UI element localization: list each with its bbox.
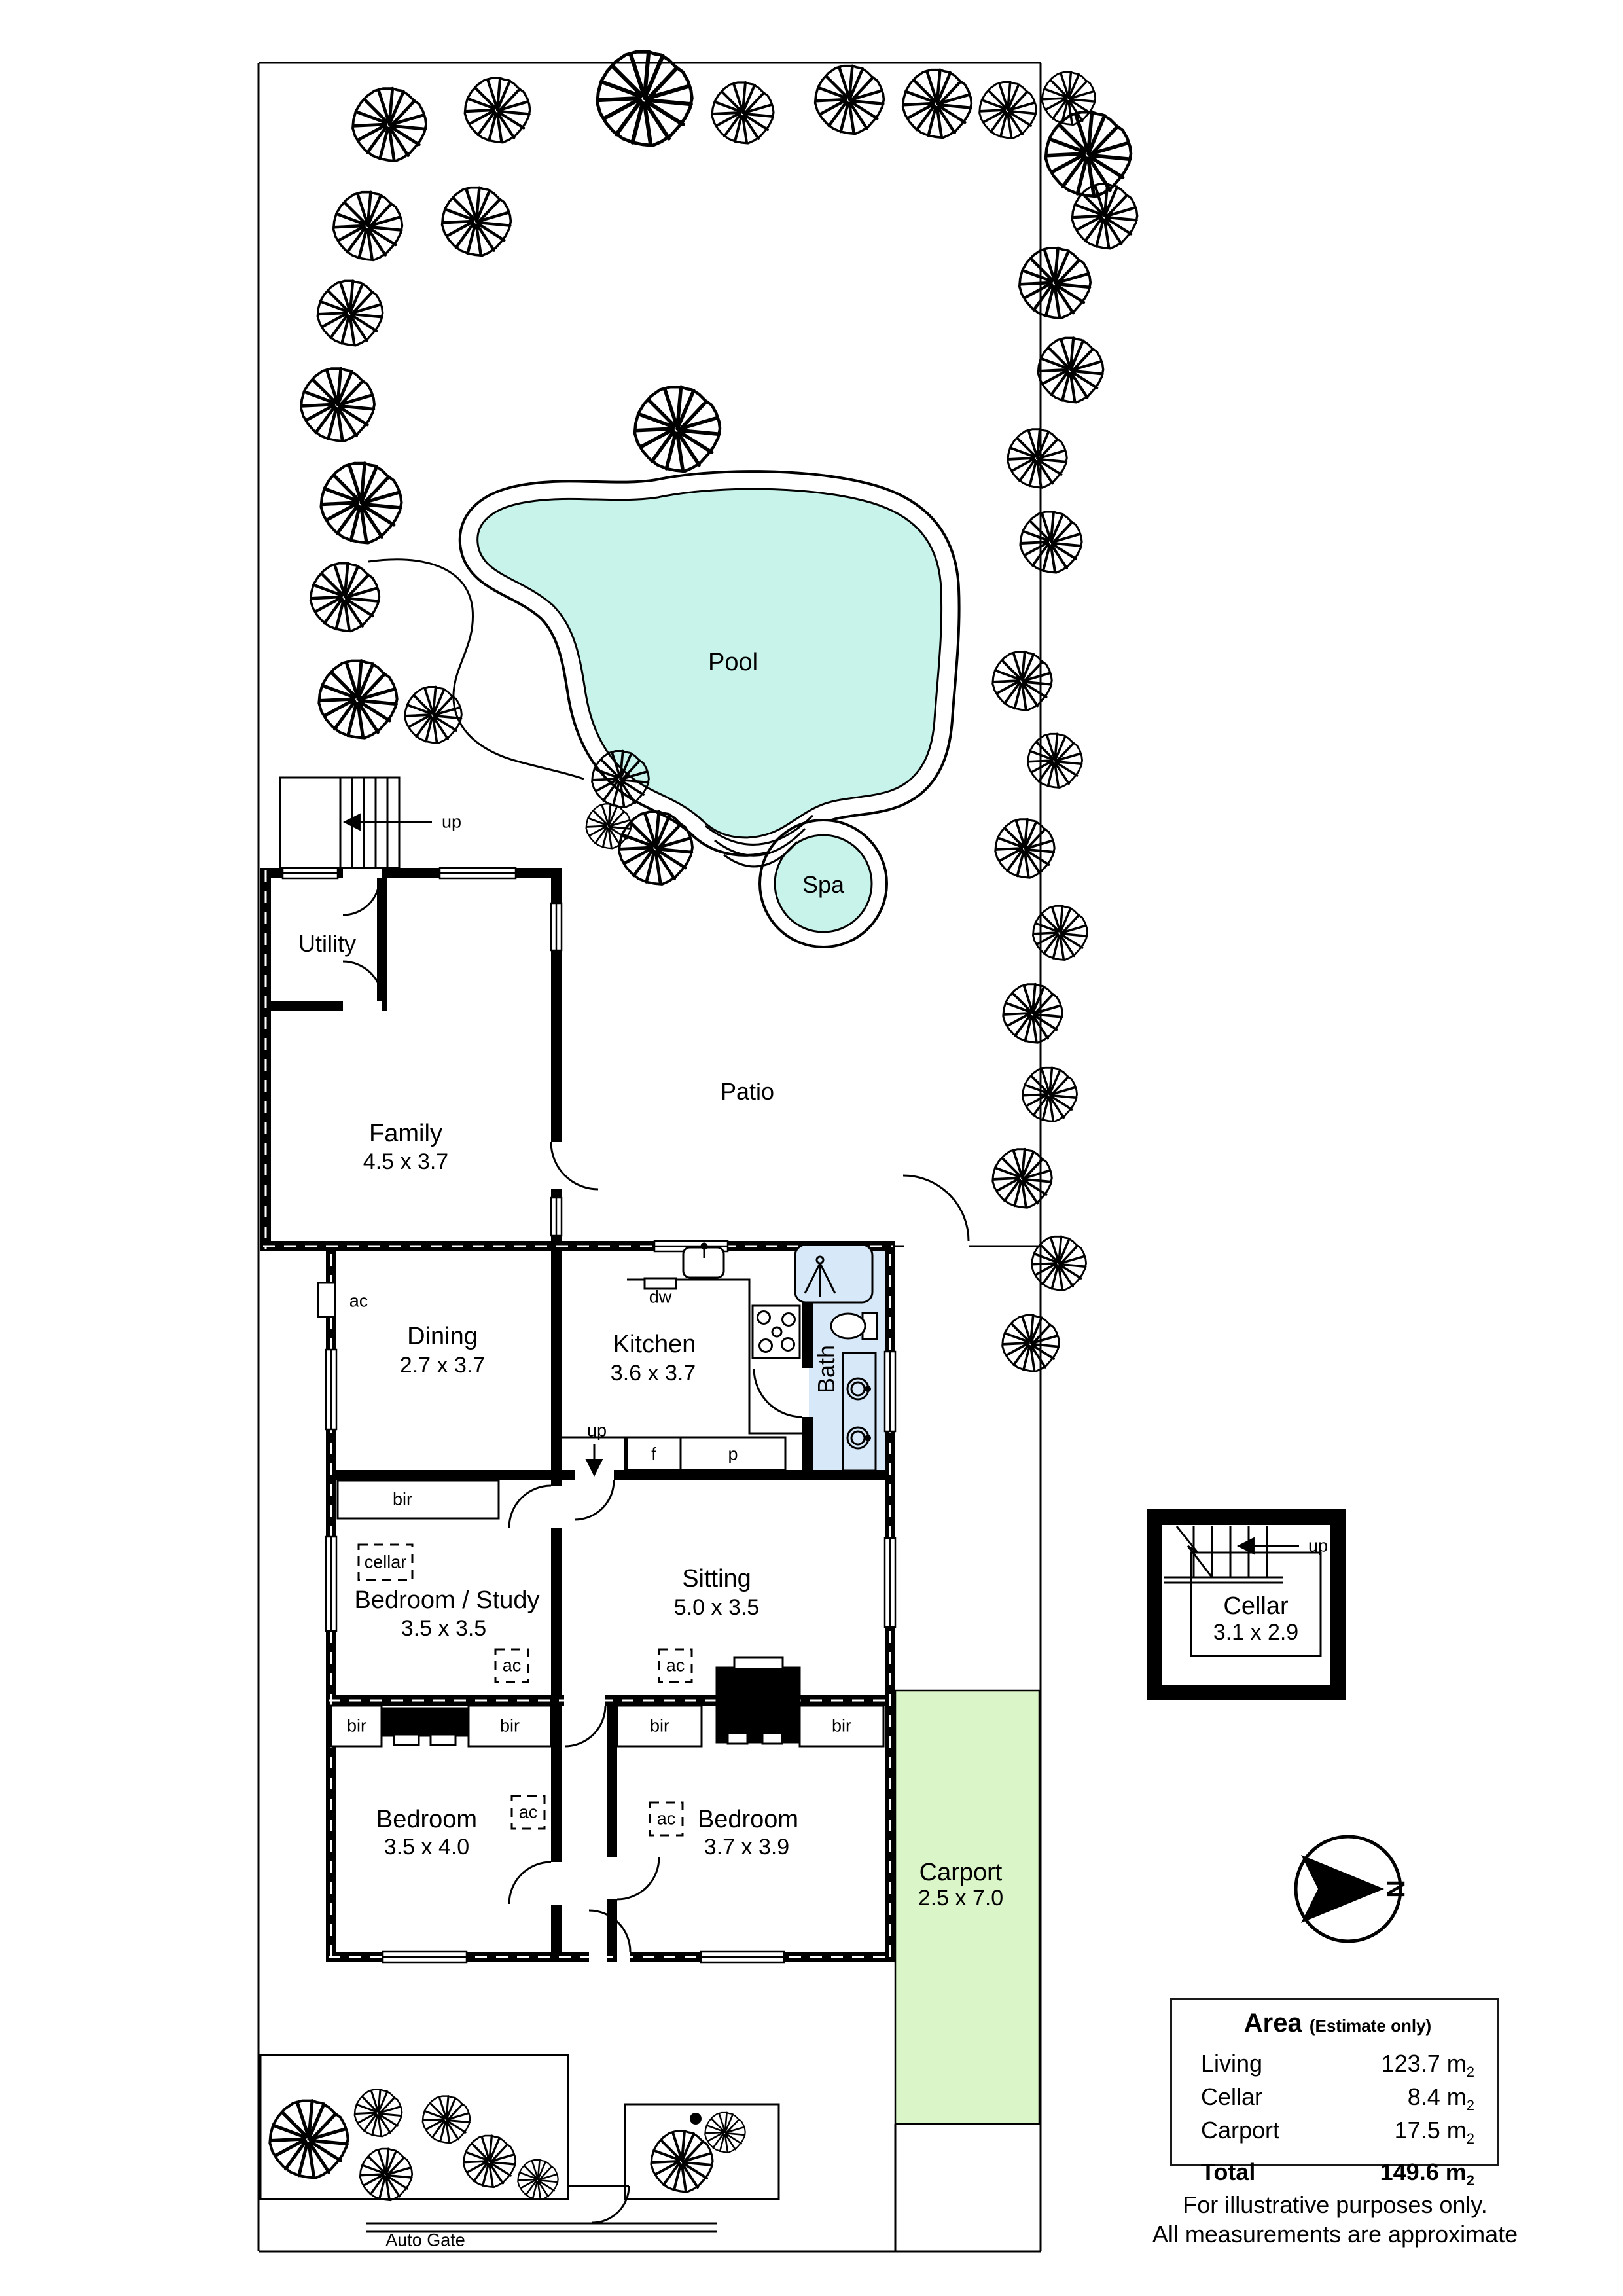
auto-gate-label: Auto Gate [385,2230,465,2250]
cellar-marker-label: cellar [364,1552,407,1572]
kitchen-dims: 3.6 x 3.7 [610,1361,696,1386]
pool [478,489,942,948]
ac-label-bed-right: ac [656,1808,676,1829]
bir-label-2: bir [499,1715,520,1736]
spa-water [774,834,873,933]
up-label-kitchen: up [586,1420,607,1441]
cellar-inset [1147,1509,1346,1700]
closets-chimneys [330,1479,885,1748]
bir-label-1: bir [346,1715,367,1736]
area-row-living: Living 123.7 m2 [1201,2050,1474,2081]
cellar-label: Cellar [1223,1592,1289,1620]
shower [794,1244,874,1304]
ac-label-bed-left: ac [518,1802,538,1822]
bir-label-3: bir [649,1715,670,1736]
fridge-box [626,1436,682,1471]
sitting-dims: 5.0 x 3.5 [673,1595,760,1620]
fences [259,1245,1041,2251]
pool-steps [705,814,814,868]
patio-label: Patio [720,1078,775,1105]
doors [342,878,970,2224]
walls [260,868,895,1962]
north-compass-icon [1294,1835,1402,1943]
pantry-label: p [728,1444,738,1464]
dashed-markers [357,1543,693,1837]
dining-dims: 2.7 x 3.7 [399,1353,486,1378]
bedroom-study-label: Bedroom / Study [354,1587,540,1614]
bedroom-left-dims: 3.5 x 4.0 [383,1835,470,1859]
area-table: Area (Estimate only) Living 123.7 m2 Cel… [1170,1998,1499,2189]
garden-shrub-dot [690,2113,702,2125]
area-row-cellar: Cellar 8.4 m2 [1201,2083,1474,2114]
bedroom-right-dims: 3.7 x 3.9 [704,1835,790,1859]
fridge-label: f [651,1444,656,1464]
kitchen-label: Kitchen [613,1331,696,1358]
wall-hatch [263,870,893,1960]
area-row-total: Total 149.6 m2 [1201,2158,1474,2189]
carport-label: Carport [919,1859,1003,1886]
bedroom-study-dims: 3.5 x 3.5 [401,1616,487,1641]
up-label-outdoor: up [441,812,462,832]
family-dims: 4.5 x 3.7 [363,1149,449,1174]
disclaimer-line2: All measurements are approximate [1152,2221,1518,2248]
bedroom-right-label: Bedroom [697,1806,799,1833]
bath-fittings [794,1244,878,1472]
toilet-bowl [830,1312,866,1340]
disclaimer-line1: For illustrative purposes only. [1183,2191,1488,2218]
north-label: N [1382,1880,1409,1898]
pool-label: Pool [707,649,758,676]
dining-label: Dining [407,1323,478,1350]
up-label-cellar: up [1308,1535,1329,1556]
vanity [842,1352,877,1472]
internal-stairs [562,1436,626,1477]
area-table-title: Area (Estimate only) [1243,2009,1432,2037]
utility-label: Utility [298,930,356,957]
kitchen-fittings [626,1242,802,1471]
outdoor-stairs [279,776,432,869]
sitting-label: Sitting [682,1565,751,1592]
pantry-box [679,1436,787,1471]
cellar-dims: 3.1 x 2.9 [1213,1620,1299,1645]
dw-label: dw [649,1287,672,1307]
garden-bed-edge [368,558,584,780]
disclaimer: For illustrative purposes only. All meas… [1139,2190,1531,2249]
family-label: Family [369,1120,442,1147]
bedroom-left-label: Bedroom [376,1806,478,1833]
ac-label-dining: ac [349,1291,368,1311]
windows [281,867,897,1964]
bath-label: Bath [813,1344,840,1394]
ac-label-sitting: ac [666,1655,685,1676]
ac-unit [317,1282,336,1318]
chimney-left [380,1707,470,1737]
bir-label-4: bir [831,1715,852,1736]
dishwasher [643,1277,677,1290]
spa-label: Spa [802,871,845,898]
bir-label-study: bir [392,1489,413,1509]
carport-area [894,1689,1041,2125]
carport-dims: 2.5 x 7.0 [918,1886,1004,1910]
ac-label-study: ac [502,1655,522,1676]
trees [270,52,1137,2202]
area-row-carport: Carport 17.5 m2 [1201,2117,1474,2147]
